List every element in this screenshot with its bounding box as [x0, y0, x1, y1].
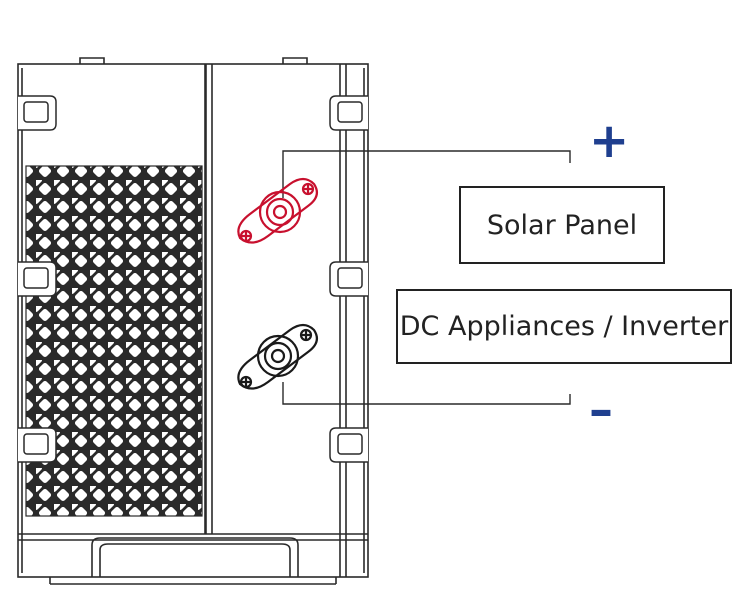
- negative-leader-line: [282, 382, 571, 405]
- dc-appliances-text: DC Appliances / Inverter: [399, 311, 729, 342]
- vent-grille: [25, 165, 203, 517]
- positive-terminal: [237, 177, 319, 244]
- negative-symbol: –: [589, 382, 613, 438]
- negative-terminal: [237, 323, 319, 390]
- solar-panel-text: Solar Panel: [486, 209, 638, 241]
- battery-body: [17, 57, 369, 585]
- positive-leader-line: [282, 150, 571, 198]
- left-brackets: [18, 95, 57, 463]
- positive-symbol: +: [589, 113, 630, 169]
- leader-lines: [282, 150, 571, 405]
- right-brackets: [329, 95, 368, 463]
- dc-appliances-label: DC Appliances / Inverter: [396, 289, 732, 364]
- solar-panel-label: Solar Panel: [459, 186, 665, 264]
